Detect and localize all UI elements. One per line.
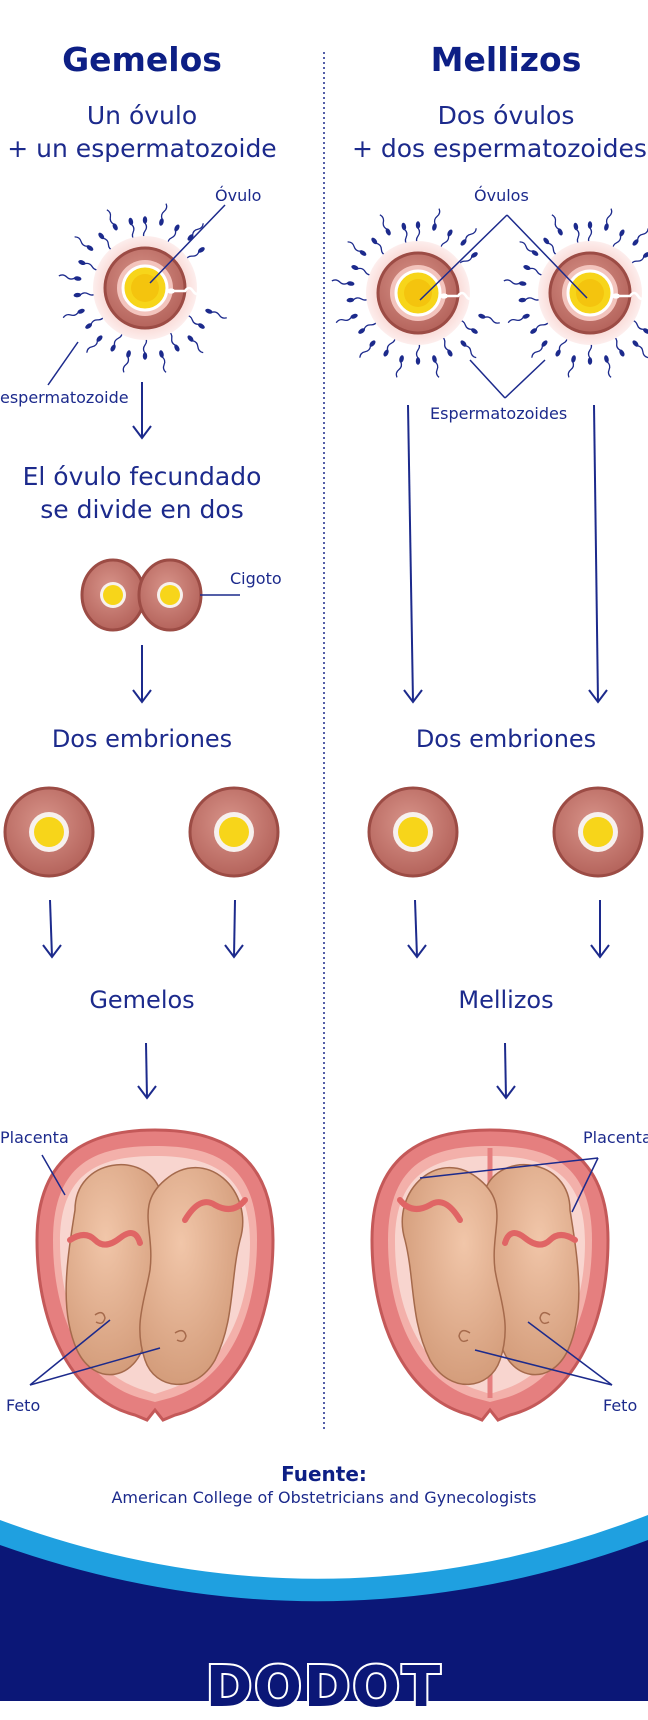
right-embryo-1 bbox=[367, 786, 459, 878]
right-uterus-illustration bbox=[370, 1128, 610, 1422]
left-ovum-illustration bbox=[57, 202, 229, 374]
label-sperms: Espermatozoides bbox=[430, 404, 568, 423]
right-result-title: Mellizos bbox=[458, 986, 554, 1014]
source-title: Fuente: bbox=[281, 1462, 367, 1486]
label-ovules: Óvulos bbox=[474, 186, 529, 205]
right-ovum-2-illustration bbox=[504, 208, 648, 378]
left-label-fetus: Feto bbox=[6, 1396, 41, 1415]
right-subtitle-line2: + dos espermatozoides bbox=[352, 134, 647, 163]
left-subtitle-line2: + un espermatozoide bbox=[7, 134, 277, 163]
right-label-placenta: Placenta bbox=[583, 1128, 648, 1147]
zygote-illustration bbox=[80, 558, 203, 632]
left-embryo-1 bbox=[3, 786, 95, 878]
left-embryo-2 bbox=[188, 786, 280, 878]
left-step-line1: El óvulo fecundado bbox=[22, 462, 262, 491]
label-zygote: Cigoto bbox=[230, 569, 282, 588]
label-ovum: Óvulo bbox=[215, 186, 262, 205]
label-sperm: espermatozoide bbox=[0, 388, 129, 407]
source-text: American College of Obstetricians and Gy… bbox=[111, 1488, 537, 1507]
left-label-placenta: Placenta bbox=[0, 1128, 69, 1147]
left-uterus-illustration bbox=[35, 1128, 275, 1422]
right-label-fetus: Feto bbox=[603, 1396, 638, 1415]
left-subtitle-line1: Un óvulo bbox=[86, 101, 198, 130]
right-embryos-title: Dos embriones bbox=[415, 725, 597, 753]
banner-navy bbox=[0, 1540, 648, 1701]
left-result-title: Gemelos bbox=[89, 986, 195, 1014]
right-ovum-1-illustration bbox=[332, 208, 501, 378]
left-step-line2: se divide en dos bbox=[40, 495, 244, 524]
left-embryos-title: Dos embriones bbox=[51, 725, 233, 753]
brand-logo: DODOT bbox=[204, 1653, 443, 1720]
left-title: Gemelos bbox=[62, 40, 222, 79]
right-title: Mellizos bbox=[430, 40, 582, 79]
right-subtitle-line1: Dos óvulos bbox=[437, 101, 575, 130]
right-embryo-2 bbox=[552, 786, 644, 878]
